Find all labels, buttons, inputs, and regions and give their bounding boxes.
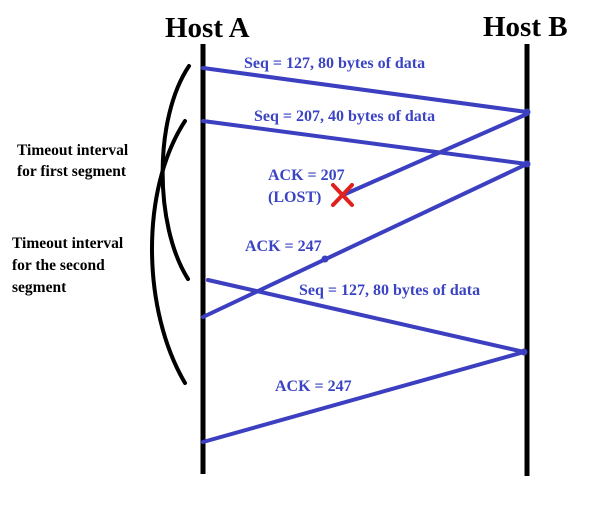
arrow-endpoint-node bbox=[523, 160, 531, 168]
label-lost: (LOST) bbox=[268, 189, 321, 206]
label-ack-247-final: ACK = 247 bbox=[275, 378, 352, 395]
timeout-second-line-2: for the second bbox=[12, 257, 105, 274]
host-b-title: Host B bbox=[483, 11, 568, 43]
timeout-first-line-1: Timeout interval bbox=[17, 142, 129, 159]
label-ack-207: ACK = 207 bbox=[268, 167, 345, 184]
message-line-seq-127 bbox=[201, 66, 529, 114]
message-line-seq-127-retransmit bbox=[206, 278, 526, 354]
arrow-endpoint-node bbox=[523, 108, 531, 116]
label-seq-207: Seq = 207, 40 bytes of data bbox=[254, 108, 435, 125]
message-line-ack-247-final bbox=[201, 350, 526, 444]
arrow-endpoint-node bbox=[520, 348, 528, 356]
timeout-bracket-first bbox=[160, 64, 191, 281]
label-ack-247: ACK = 247 bbox=[245, 238, 322, 255]
timeout-first-line-2: for first segment bbox=[17, 163, 127, 180]
host-a-title: Host A bbox=[165, 12, 250, 44]
lost-x-icon bbox=[331, 183, 354, 207]
timeout-second-line-1: Timeout interval bbox=[12, 235, 124, 252]
message-line-ack-207-lost bbox=[341, 112, 529, 197]
label-seq-127: Seq = 127, 80 bytes of data bbox=[244, 55, 425, 72]
message-line-seq-207 bbox=[201, 119, 529, 166]
arrow-endpoint-node bbox=[321, 255, 329, 263]
label-seq-127-retransmit: Seq = 127, 80 bytes of data bbox=[299, 282, 480, 299]
timeout-second-line-3: segment bbox=[12, 279, 67, 296]
timeout-bracket-second bbox=[150, 119, 187, 385]
